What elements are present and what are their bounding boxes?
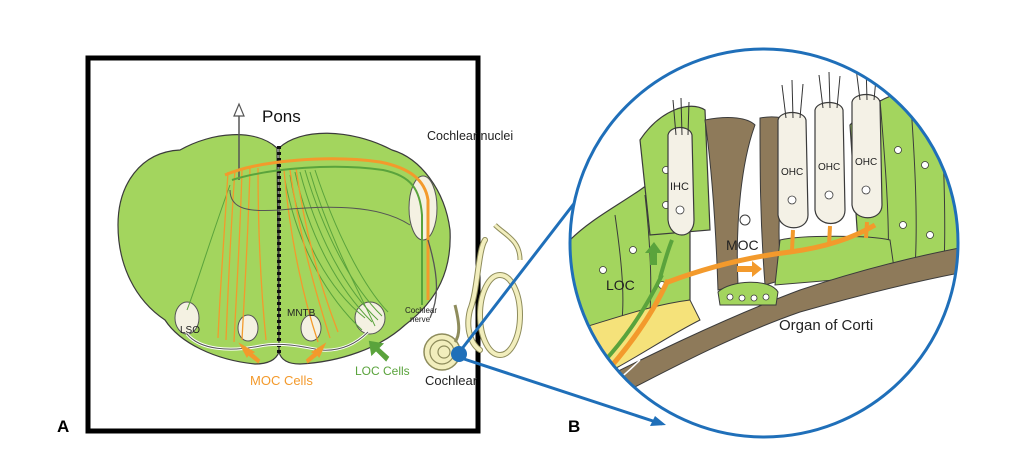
label-moc-cells: MOC Cells [250, 373, 313, 388]
loc-direction-arrow [645, 242, 662, 265]
outer-hair-cell-1 [777, 79, 809, 229]
brainstem-right-half [278, 132, 451, 365]
moc-cell-arrow-left [238, 342, 261, 364]
outer-hair-cell-2 [814, 71, 846, 224]
label-lso: LSO [180, 325, 200, 336]
basilar-membrane [579, 244, 958, 411]
brainstem-left-half [117, 134, 280, 365]
outer-hair-cell-3 [851, 63, 883, 219]
panel-b-organ-of-corti: IHC OHC OHC OHC MOC LOC Organ of Corti [570, 49, 958, 437]
loc-cell-arrow [368, 340, 390, 362]
pons-arrowhead [233, 102, 245, 117]
ascending-tract [229, 189, 411, 226]
panel-a-letter: A [57, 417, 69, 436]
inner-ear [423, 223, 523, 371]
label-ohc-3: OHC [855, 157, 877, 168]
loc-crossing-tract [231, 165, 423, 305]
label-ohc-1: OHC [781, 167, 803, 178]
panel-a: Pons Cochlear nuclei LSO MNTB Cochlear n… [85, 55, 523, 434]
label-moc: MOC [726, 237, 759, 253]
pillar-cell-inner [704, 117, 756, 291]
label-organ-of-corti: Organ of Corti [779, 317, 873, 334]
label-pons: Pons [262, 107, 301, 126]
cochlear-nerve-fiber [427, 239, 438, 319]
zoom-circle-border [568, 47, 960, 439]
label-cochlear-nerve-2: nerve [410, 315, 431, 324]
zoom-line-lower [460, 356, 663, 426]
label-ohc-2: OHC [818, 162, 840, 173]
zoom-arrowhead-lower [650, 416, 666, 426]
moc-crossing-tract [224, 157, 430, 300]
inner-hair-cell [667, 97, 695, 236]
moc-fibers [217, 167, 339, 343]
label-ihc: IHC [670, 181, 689, 193]
moc-direction-arrow [737, 261, 762, 277]
label-cochlear: Cochlear [425, 373, 478, 388]
label-loc: LOC [606, 277, 635, 293]
label-loc-cells: LOC Cells [355, 364, 410, 378]
label-cochlear-nerve-1: Cochlear [405, 306, 437, 315]
mntb-nucleus-left [237, 314, 259, 342]
label-cochlear-nuclei: Cochlear nuclei [427, 129, 513, 143]
label-mntb: MNTB [287, 308, 316, 319]
lso-nucleus-right [354, 301, 386, 335]
moc-cell-arrow-right [305, 342, 327, 364]
panel-b-letter: B [568, 417, 580, 436]
panel-a-frame [85, 55, 481, 434]
